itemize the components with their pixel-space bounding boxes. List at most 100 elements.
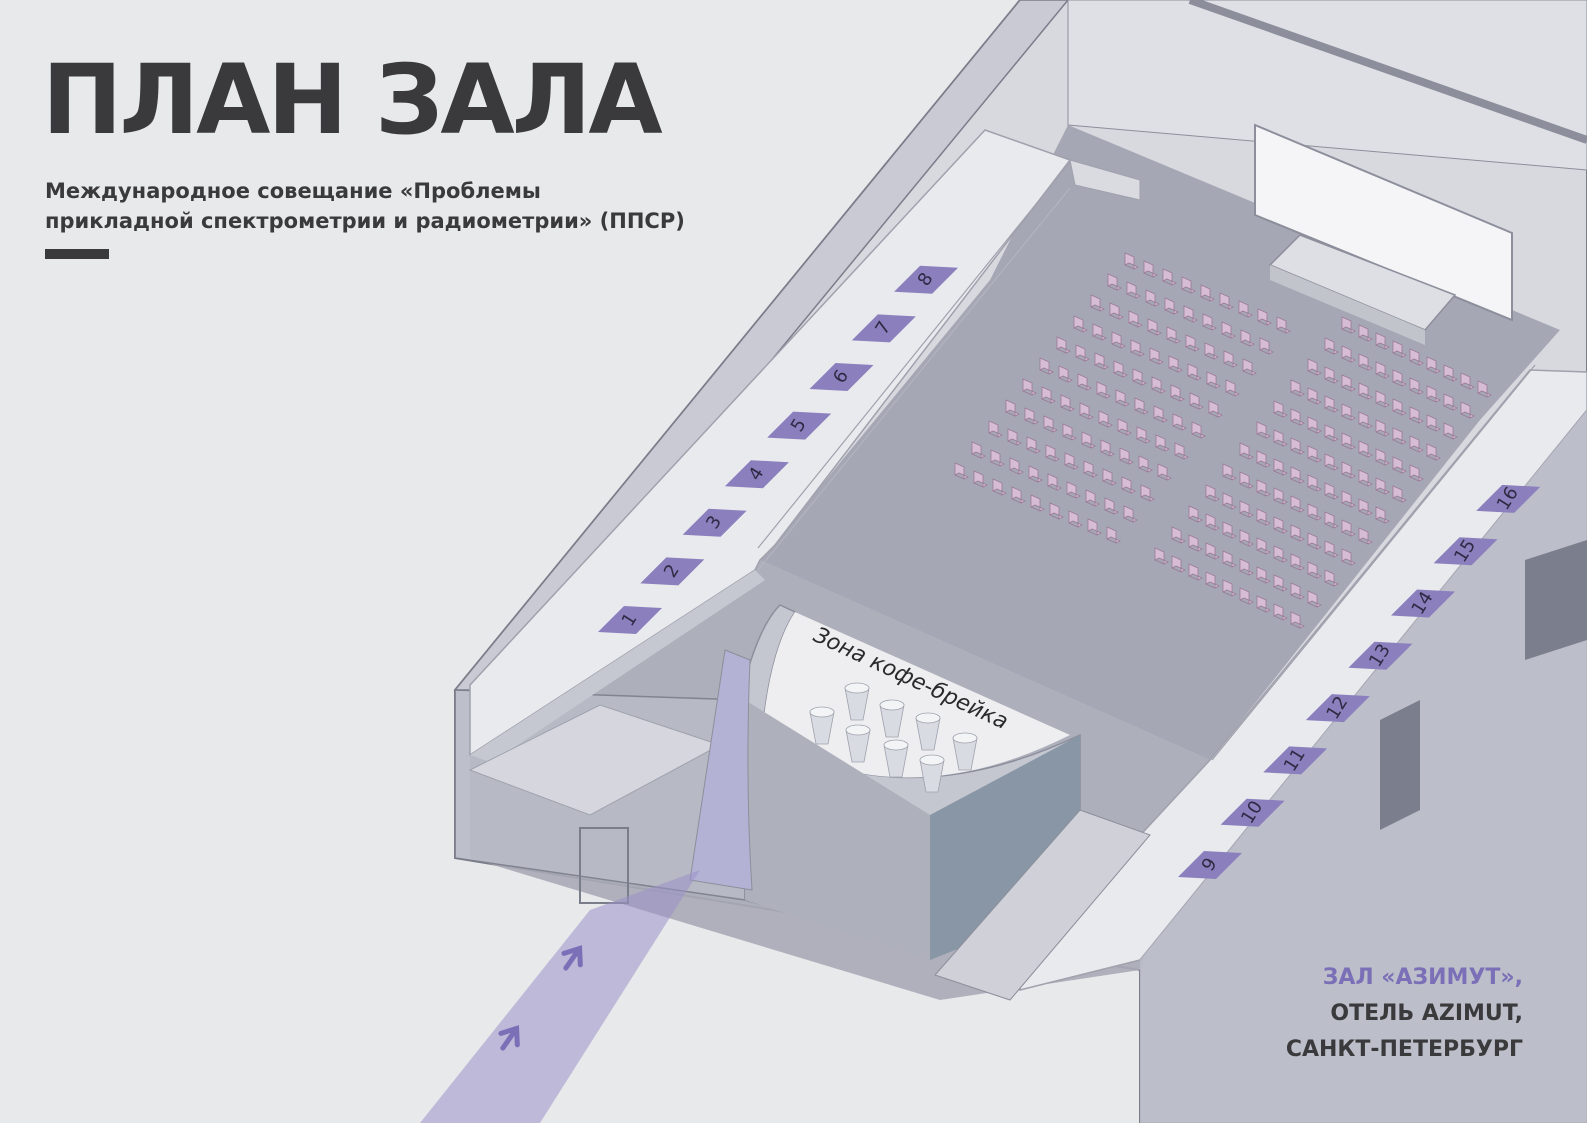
left-block-seat bbox=[1174, 442, 1189, 460]
right-block-seat bbox=[1290, 408, 1305, 426]
left-block-seat bbox=[1143, 260, 1158, 278]
venue-hotel: ОТЕЛЬ AZIMUT, bbox=[1330, 1001, 1523, 1026]
right-block-seat bbox=[1358, 469, 1373, 487]
right-block-seat bbox=[1460, 401, 1475, 419]
subtitle-line-1: Международное совещание «Проблемы bbox=[45, 179, 541, 203]
right-block-seat bbox=[1239, 529, 1254, 547]
left-block-seat bbox=[1068, 510, 1083, 528]
seating-area bbox=[954, 252, 1492, 629]
booth-3: 3 bbox=[682, 508, 747, 537]
left-block-seat bbox=[1073, 315, 1088, 333]
left-block-seat bbox=[1096, 381, 1111, 399]
left-block-seat bbox=[1191, 421, 1206, 439]
right-block-seat bbox=[1358, 324, 1373, 342]
left-block-seat bbox=[1221, 321, 1236, 339]
right-block-seat bbox=[1324, 337, 1339, 355]
coffee-table bbox=[883, 739, 909, 778]
right-gallery-railing bbox=[1211, 364, 1536, 761]
coffee-table bbox=[879, 699, 905, 738]
right-block-seat bbox=[1273, 516, 1288, 534]
right-block-seat bbox=[1375, 361, 1390, 379]
left-block-seat bbox=[1045, 444, 1060, 462]
right-block-seat bbox=[1290, 553, 1305, 571]
right-block-seat bbox=[1307, 503, 1322, 521]
page-title: ПЛАН ЗАЛА bbox=[42, 44, 663, 156]
right-block-seat bbox=[1460, 372, 1475, 390]
left-block-seat bbox=[1202, 313, 1217, 331]
left-block-seat bbox=[1130, 339, 1145, 357]
left-block-seat bbox=[1005, 399, 1020, 417]
left-block-seat bbox=[992, 478, 1007, 496]
venue-city: САНКТ-ПЕТЕРБУРГ bbox=[1285, 1037, 1523, 1062]
right-block-seat bbox=[1375, 390, 1390, 408]
right-block-seat bbox=[1392, 398, 1407, 416]
entrance-door bbox=[579, 827, 629, 904]
left-block-seat bbox=[1085, 489, 1100, 507]
right-block-seat bbox=[1426, 356, 1441, 374]
right-block-seat bbox=[1256, 479, 1271, 497]
right-block-seat bbox=[1409, 377, 1424, 395]
coffee-table bbox=[915, 712, 941, 751]
right-block-seat bbox=[1239, 587, 1254, 605]
top-stairs bbox=[1069, 159, 1141, 201]
left-block-seat bbox=[1170, 384, 1185, 402]
right-block-seat bbox=[1443, 422, 1458, 440]
right-block-seat bbox=[1290, 466, 1305, 484]
left-block-seat bbox=[1145, 289, 1160, 307]
right-block-seat bbox=[1307, 358, 1322, 376]
right-block-seat bbox=[1273, 574, 1288, 592]
right-block-seat bbox=[1358, 411, 1373, 429]
subtitle-line-2: прикладной спектрометрии и радиометрии» … bbox=[45, 209, 685, 233]
booth-4: 4 bbox=[724, 460, 789, 489]
right-block-seat bbox=[1307, 387, 1322, 405]
left-block-seat bbox=[1151, 376, 1166, 394]
left-block-seat bbox=[1026, 436, 1041, 454]
left-block-seat bbox=[1206, 371, 1221, 389]
right-block-seat bbox=[1341, 403, 1356, 421]
left-block-seat bbox=[1092, 323, 1107, 341]
right-block-seat bbox=[1358, 498, 1373, 516]
left-block-seat bbox=[1225, 379, 1240, 397]
coffee-table bbox=[845, 724, 871, 763]
right-block-seat bbox=[1188, 534, 1203, 552]
left-block-seat bbox=[1136, 426, 1151, 444]
left-block-seat bbox=[1058, 365, 1073, 383]
right-block-seat bbox=[1290, 379, 1305, 397]
right-block-seat bbox=[1273, 603, 1288, 621]
booth-1: 1 bbox=[598, 606, 662, 634]
left-block-seat bbox=[1124, 252, 1139, 270]
left-block-seat bbox=[954, 462, 969, 480]
right-block-seat bbox=[1375, 448, 1390, 466]
right-block-seat bbox=[1273, 458, 1288, 476]
left-block-seat bbox=[1166, 326, 1181, 344]
booth-2: 2 bbox=[640, 557, 705, 586]
left-block-seat bbox=[973, 470, 988, 488]
right-block-seat bbox=[1392, 485, 1407, 503]
right-block-seat bbox=[1290, 437, 1305, 455]
right-block-seat bbox=[1375, 419, 1390, 437]
left-block-seat bbox=[1153, 405, 1168, 423]
left-block-seat bbox=[988, 420, 1003, 438]
right-block-seat bbox=[1290, 524, 1305, 542]
right-block-seat bbox=[1392, 369, 1407, 387]
left-block-seat bbox=[1011, 486, 1026, 504]
right-block-seat bbox=[1443, 393, 1458, 411]
booth-8: 8 bbox=[894, 265, 959, 294]
left-block-seat bbox=[1009, 457, 1024, 475]
booth-6: 6 bbox=[809, 363, 874, 391]
left-block-seat bbox=[1064, 452, 1079, 470]
left-block-seat bbox=[1128, 310, 1143, 328]
right-block-seat bbox=[1205, 542, 1220, 560]
left-block-seat bbox=[1204, 342, 1219, 360]
left-block-seat bbox=[1111, 331, 1126, 349]
right-block-seat bbox=[1256, 537, 1271, 555]
left-block-seat bbox=[1238, 300, 1253, 318]
right-block-seat bbox=[1324, 424, 1339, 442]
right-block-seat bbox=[1205, 571, 1220, 589]
right-block-seat bbox=[1341, 345, 1356, 363]
left-block-seat bbox=[1083, 460, 1098, 478]
right-block-seat bbox=[1307, 561, 1322, 579]
right-block-seat bbox=[1222, 550, 1237, 568]
right-gallery-wall bbox=[1140, 410, 1587, 1123]
left-block-seat bbox=[1223, 350, 1238, 368]
